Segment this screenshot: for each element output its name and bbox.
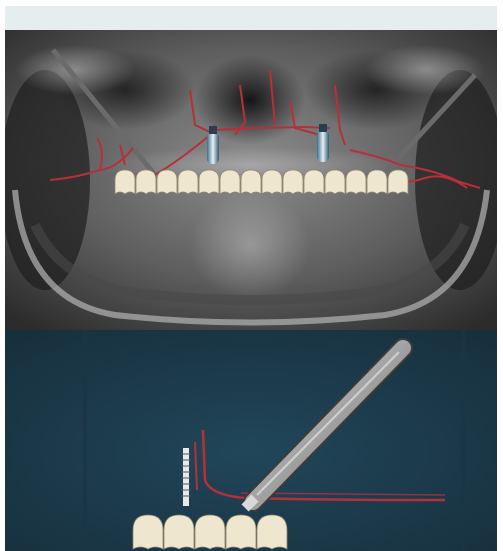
- tooth: [262, 170, 282, 194]
- tooth: [195, 515, 225, 549]
- panoramic-xray-panel: [5, 30, 497, 330]
- tooth: [346, 170, 366, 194]
- tooth: [257, 515, 287, 549]
- tooth: [325, 170, 345, 194]
- tooth: [115, 170, 135, 194]
- tooth: [157, 170, 177, 194]
- lower-teeth-row: [133, 515, 287, 549]
- implant-diagram: [5, 330, 497, 551]
- xray-image: [5, 30, 497, 330]
- tooth: [164, 515, 194, 549]
- tooth: [241, 170, 261, 194]
- tooth: [136, 170, 156, 194]
- implant-diagram-panel: [5, 330, 497, 551]
- tooth: [133, 515, 163, 549]
- tooth: [220, 170, 240, 194]
- tooth: [388, 170, 408, 194]
- top-strip: [5, 6, 497, 30]
- tooth: [304, 170, 324, 194]
- tooth: [199, 170, 219, 194]
- tooth: [178, 170, 198, 194]
- tooth: [226, 515, 256, 549]
- tooth: [367, 170, 387, 194]
- tooth: [283, 170, 303, 194]
